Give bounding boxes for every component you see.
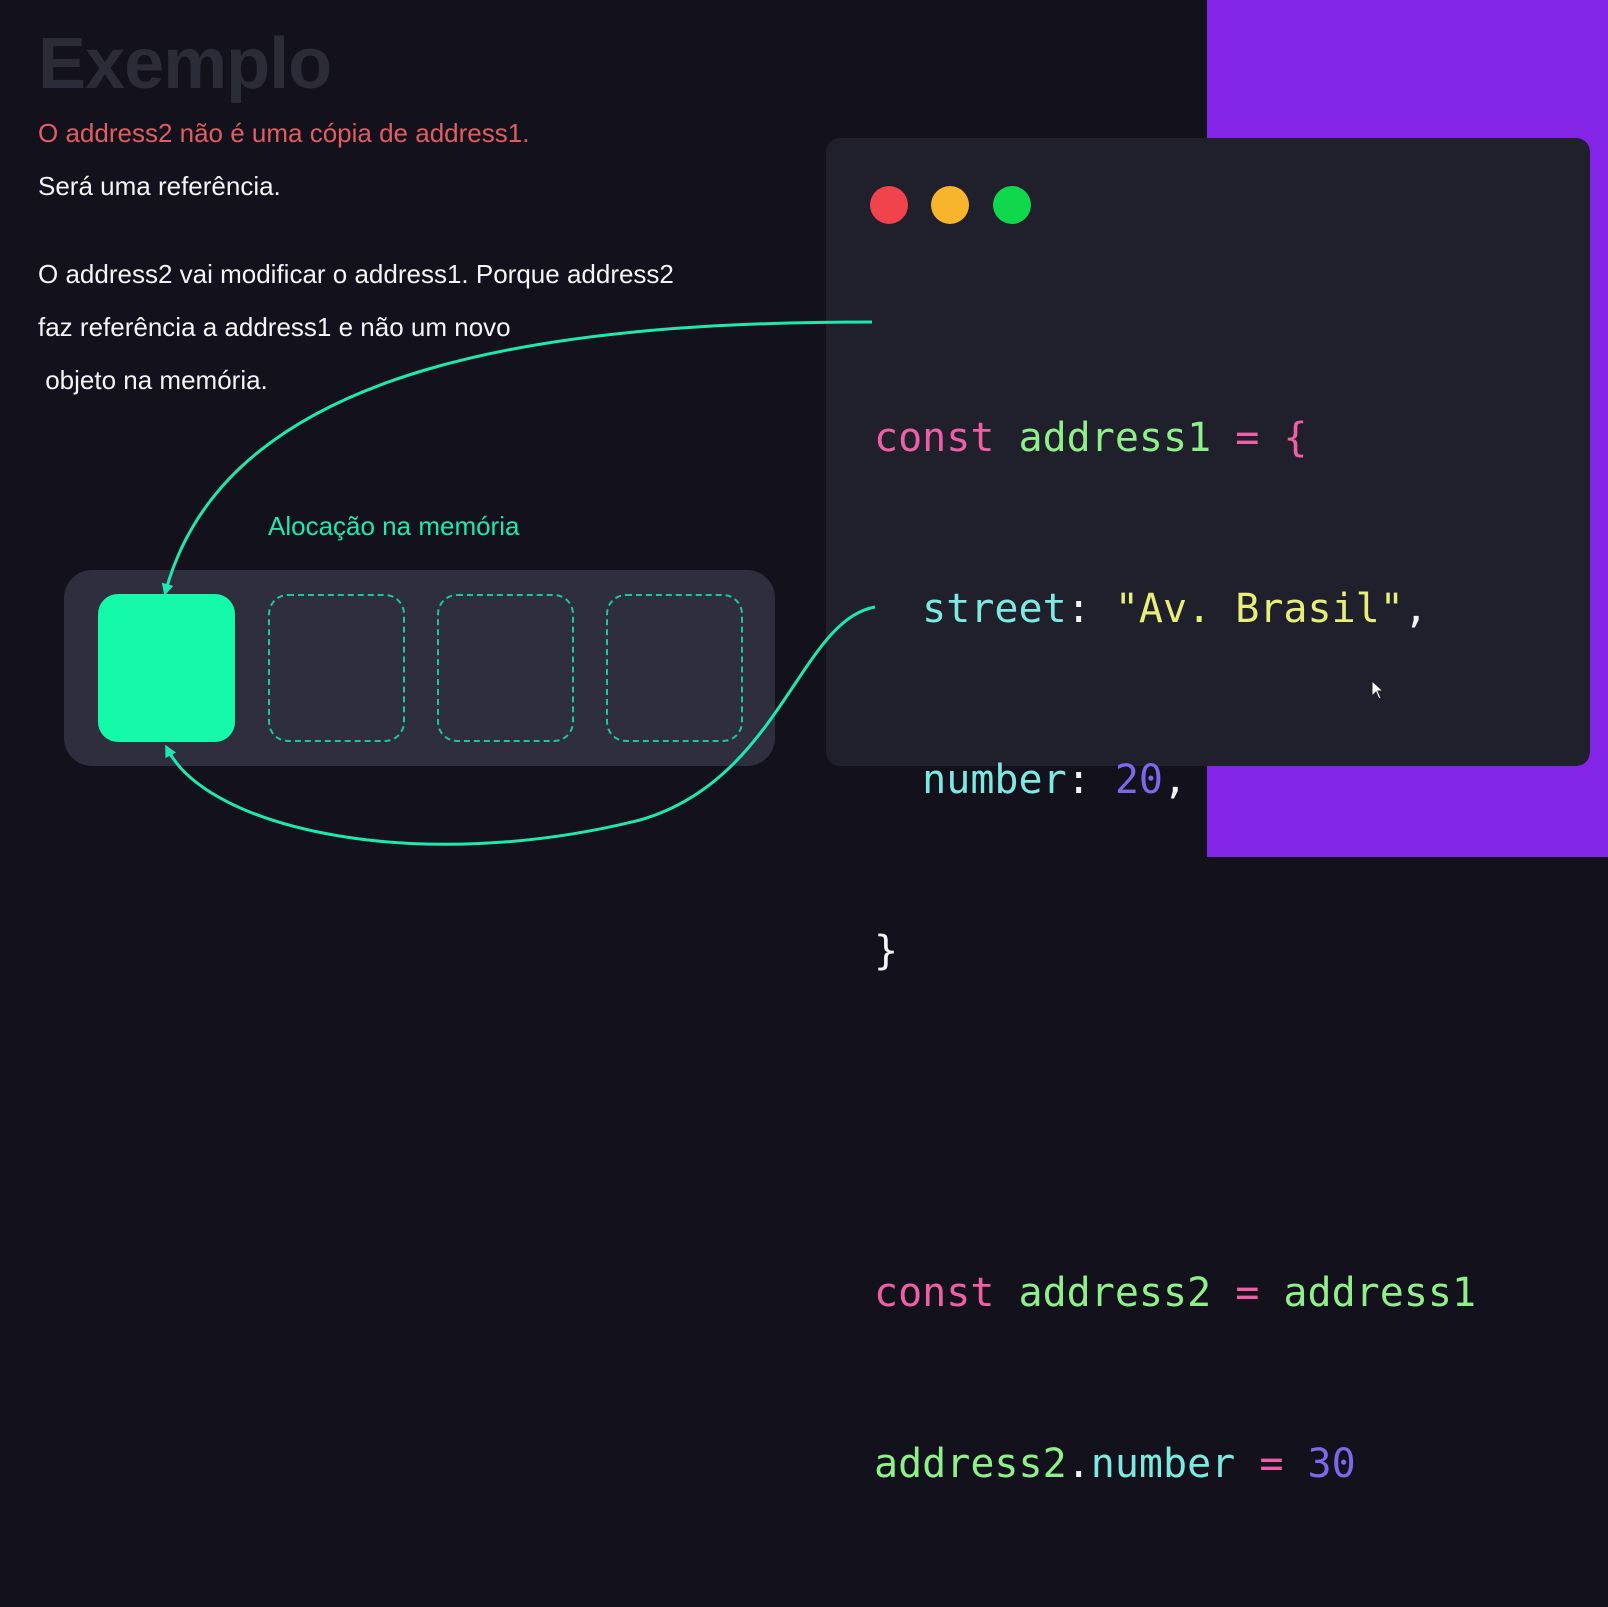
mouse-pointer-icon xyxy=(1371,680,1385,700)
arrow-icon xyxy=(165,605,876,846)
code-line-7: address2.number = 30 xyxy=(874,1436,1476,1493)
code-line-4: } xyxy=(874,923,1476,980)
code-line-3: number: 20, xyxy=(874,752,1476,809)
operator: = { xyxy=(1211,415,1308,461)
property: street xyxy=(922,586,1067,632)
memory-slot-empty xyxy=(437,594,574,742)
close-dot-icon[interactable] xyxy=(870,186,908,224)
memory-slot-empty xyxy=(268,594,405,742)
keyword: const xyxy=(874,415,995,461)
memory-block xyxy=(64,570,775,766)
slide-title: Exemplo xyxy=(38,24,332,104)
reference-arrows xyxy=(161,320,876,846)
identifier-reference: address1 xyxy=(1283,1270,1477,1316)
code-line-6: const address2 = address1 xyxy=(874,1265,1476,1322)
statement-reference: Será uma referência. xyxy=(38,171,281,201)
property: number xyxy=(922,757,1067,803)
minimize-dot-icon[interactable] xyxy=(931,186,969,224)
arrow-icon xyxy=(161,320,873,596)
number-literal: 20 xyxy=(1114,757,1164,803)
property: number xyxy=(1090,1441,1236,1487)
memory-label: Alocação na memória xyxy=(268,511,520,541)
comma: , xyxy=(1163,757,1188,803)
identifier: address2 xyxy=(874,1441,1067,1487)
dot: . xyxy=(1066,1441,1091,1487)
closing-brace: } xyxy=(874,928,899,974)
number-literal: 30 xyxy=(1307,1441,1356,1487)
code-line-5-blank xyxy=(874,1094,1476,1151)
code-line-1: const address1 = { xyxy=(874,410,1476,467)
keyword: const xyxy=(874,1270,995,1316)
separator: : xyxy=(1066,586,1115,632)
paragraph-line-3: objeto na memória. xyxy=(38,365,268,395)
separator: : xyxy=(1066,757,1115,803)
string-literal: "Av. Brasil" xyxy=(1114,586,1404,632)
memory-slot-empty xyxy=(606,594,743,742)
paragraph-line-2: faz referência a address1 e não um novo xyxy=(38,312,511,342)
paragraph-line-1: O address2 vai modificar o address1. Por… xyxy=(38,259,674,289)
operator: = xyxy=(1235,1441,1308,1487)
highlight-statement: O address2 não é uma cópia de address1. xyxy=(38,118,530,148)
code-line-2: street: "Av. Brasil", xyxy=(874,581,1476,638)
operator: = xyxy=(1211,1270,1284,1316)
identifier: address1 xyxy=(1018,415,1212,461)
comma: , xyxy=(1403,586,1428,632)
memory-slot-filled xyxy=(98,594,235,742)
identifier: address2 xyxy=(1018,1270,1212,1316)
maximize-dot-icon[interactable] xyxy=(993,186,1031,224)
